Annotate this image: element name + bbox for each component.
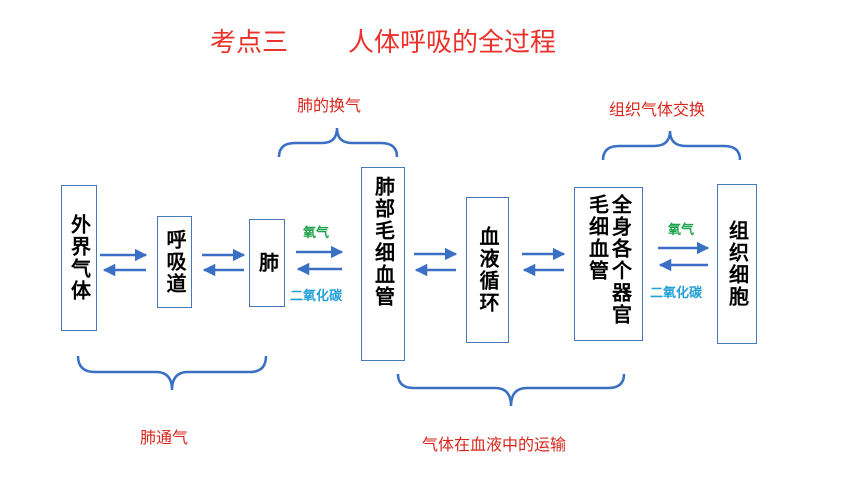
brace-lung-exchange [277, 127, 399, 158]
box-lung-capillary: 肺部毛细血管 [361, 167, 405, 361]
box-airway-text: 呼吸道 [163, 229, 187, 295]
tissue-oxygen-label: 氧气 [668, 223, 695, 238]
label-blood-transport: 气体在血液中的运输 [422, 435, 567, 454]
box-outside-air: 外界气体 [61, 185, 97, 331]
box-lung: 肺 [249, 219, 285, 307]
box-body-capillary-text: 全身各个器官毛细血管 [585, 194, 633, 326]
lung-oxygen-label: 氧气 [303, 226, 330, 241]
label-lung-ventilation: 肺通气 [140, 428, 189, 447]
page-title: 人体呼吸的全过程 [348, 28, 557, 58]
label-lung-exchange: 肺的换气 [297, 96, 362, 115]
box-lung-capillary-text: 肺部毛细血管 [371, 176, 396, 308]
box-blood-circulation-text: 血液循环 [476, 226, 500, 314]
brace-tissue-exchange [601, 130, 742, 161]
box-airway: 呼吸道 [157, 216, 192, 308]
tissue-co2-label: 二氧化碳 [650, 286, 703, 301]
box-body-capillary: 全身各个器官毛细血管 [574, 187, 643, 341]
box-outside-air-text: 外界气体 [67, 214, 92, 302]
box-tissue-cells: 组织细胞 [717, 184, 757, 344]
brace-blood-transport [396, 373, 626, 407]
section-number: 考点三 [210, 28, 289, 58]
brace-lung-ventilation [76, 355, 268, 391]
box-tissue-cells-text: 组织细胞 [725, 220, 750, 308]
box-blood-circulation: 血液循环 [466, 197, 509, 343]
label-tissue-exchange: 组织气体交换 [609, 100, 706, 119]
box-lung-text: 肺 [255, 252, 280, 274]
lung-co2-label: 二氧化碳 [290, 289, 343, 304]
